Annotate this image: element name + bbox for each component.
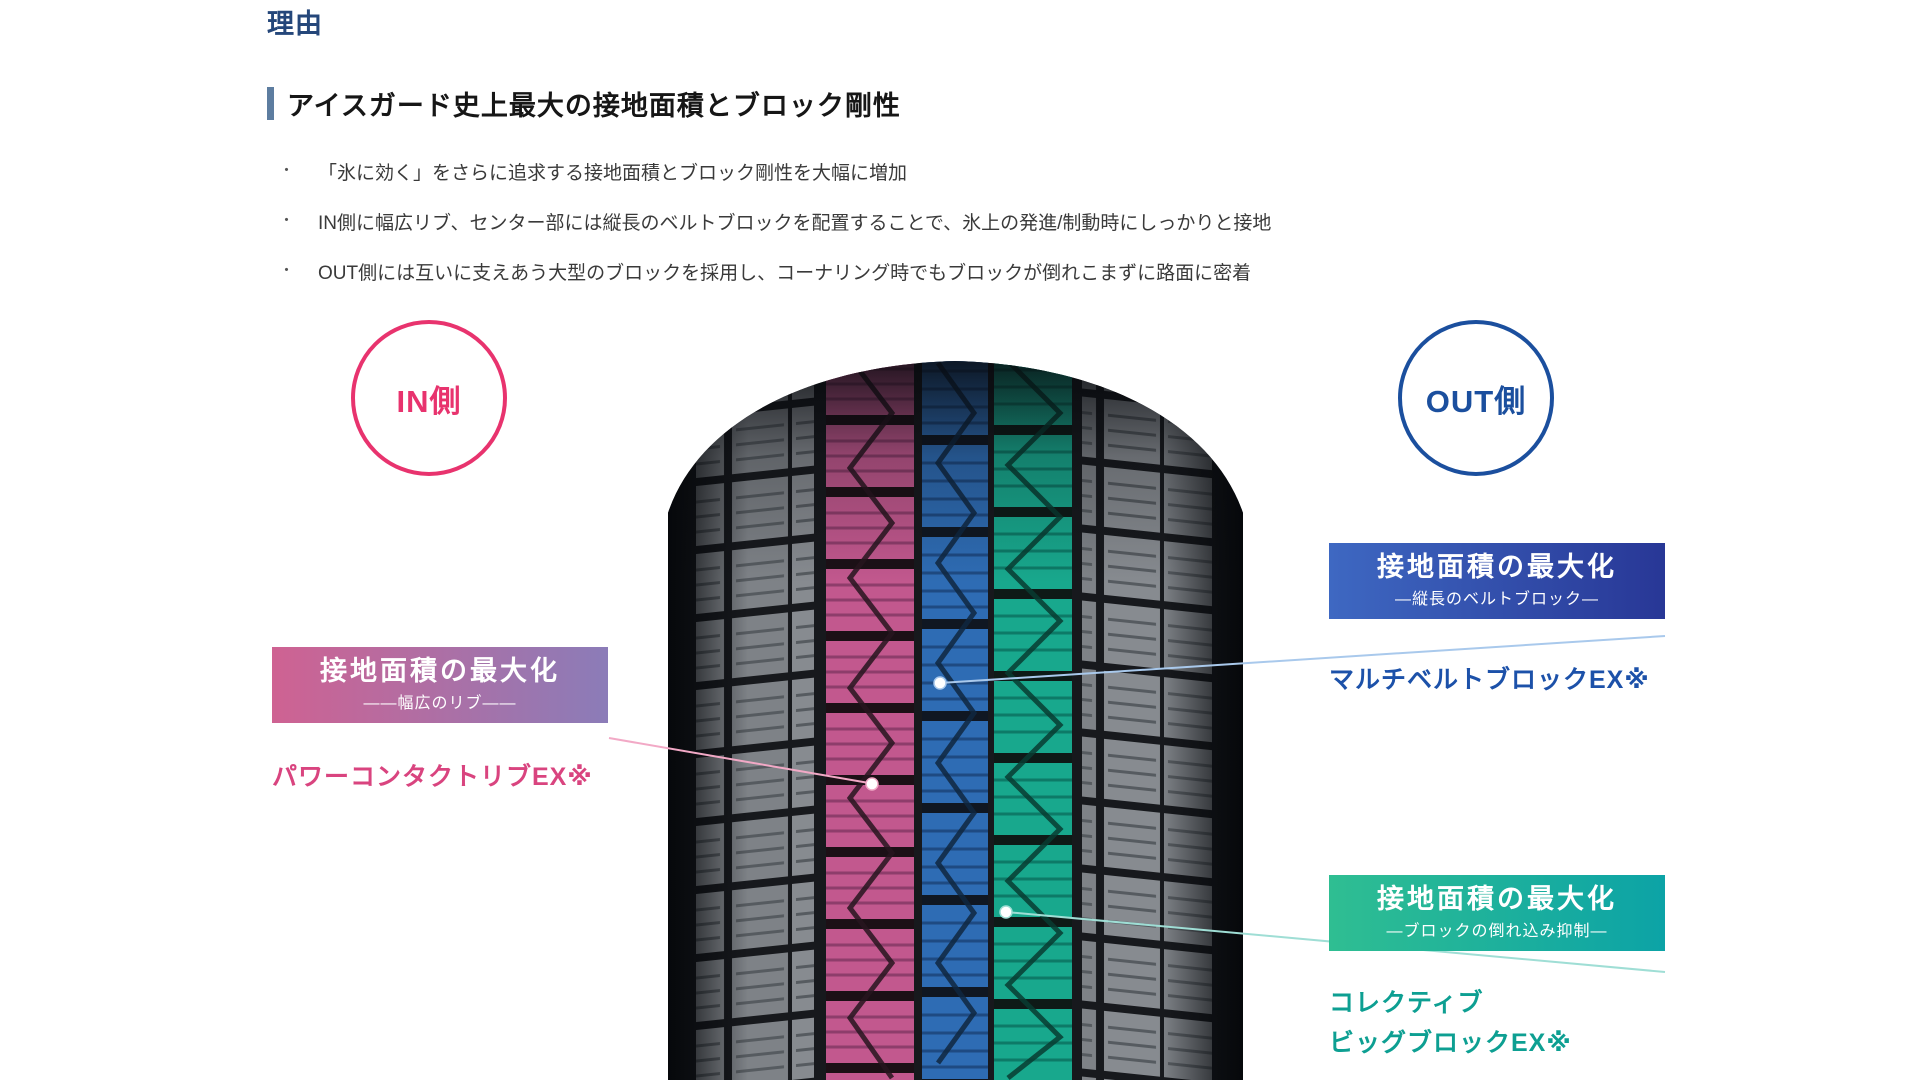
tire-top-shading (668, 361, 1243, 583)
bullet-marker: ・ (279, 212, 295, 229)
tire-right-shading (1163, 361, 1243, 1080)
callout-belt: 接地面積の最大化 ―縦長のベルトブロック― (1329, 543, 1665, 619)
callout-rib-caption: パワーコンタクトリブEX※ (272, 763, 593, 791)
callout-block-subtitle: ―ブロックの倒れ込み抑制― (1386, 922, 1608, 940)
callout-block: 接地面積の最大化 ―ブロックの倒れ込み抑制― (1329, 875, 1665, 951)
callout-block-title: 接地面積の最大化 (1377, 884, 1617, 915)
feature-bullets: ・ 「氷に効く」をさらに追求する接地面積とブロック剛性を大幅に増加 ・ IN側に… (279, 158, 1271, 308)
callout-block-caption-line1: コレクティブ (1329, 989, 1484, 1017)
page-kicker: 理由 (267, 9, 323, 39)
section-heading: アイスガード史上最大の接地面積とブロック剛性 (267, 84, 901, 123)
bullet-marker: ・ (279, 262, 295, 279)
callout-rib-title: 接地面積の最大化 (320, 656, 560, 687)
callout-rib: 接地面積の最大化 ――幅広のリブ―― (272, 647, 608, 723)
bullet-text: IN側に幅広リブ、センター部には縦長のベルトブロックを配置することで、氷上の発進… (318, 213, 1272, 234)
callout-block-caption: コレクティブ ビッグブロックEX※ (1329, 983, 1572, 1063)
callout-block-caption-line2: ビッグブロックEX※ (1329, 1029, 1572, 1057)
bullet-text: 「氷に効く」をさらに追求する接地面積とブロック剛性を大幅に増加 (318, 163, 908, 184)
bullet-marker: ・ (279, 162, 295, 179)
tire-left-shading (668, 361, 748, 1080)
tire-tread-illustration (668, 361, 1243, 1080)
heading-accent-bar (267, 87, 274, 120)
bullet-item: ・ IN側に幅広リブ、センター部には縦長のベルトブロックを配置することで、氷上の… (279, 208, 1271, 235)
in-side-badge: IN側 (351, 320, 507, 476)
callout-rib-subtitle: ――幅広のリブ―― (363, 694, 517, 712)
bullet-text: OUT側には互いに支えあう大型のブロックを採用し、コーナリング時でもブロックが倒… (318, 263, 1252, 284)
bullet-item: ・ 「氷に効く」をさらに追求する接地面積とブロック剛性を大幅に増加 (279, 158, 1271, 185)
callout-belt-title: 接地面積の最大化 (1377, 552, 1617, 583)
callout-belt-caption: マルチベルトブロックEX※ (1329, 666, 1650, 694)
section-heading-text: アイスガード史上最大の接地面積とブロック剛性 (287, 91, 901, 121)
out-side-badge: OUT側 (1398, 320, 1554, 476)
callout-belt-subtitle: ―縦長のベルトブロック― (1394, 590, 1599, 608)
bullet-item: ・ OUT側には互いに支えあう大型のブロックを採用し、コーナリング時でもブロック… (279, 258, 1271, 285)
